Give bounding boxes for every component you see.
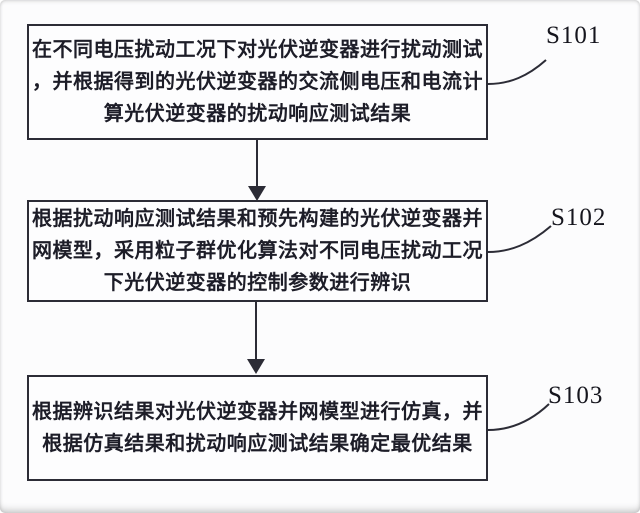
step-s102-text-line-2: 网模型，采用粒子群优化算法对不同电压扰动工况 — [32, 240, 483, 262]
leader-line-s101 — [487, 59, 547, 85]
step-label-s103: S103 — [548, 382, 604, 409]
step-label-s101: S101 — [546, 22, 602, 49]
step-box-s101: 在不同电压扰动工况下对光伏逆变器进行扰动测试 ，并根据得到的光伏逆变器的交流侧电… — [27, 24, 488, 140]
step-s101-text-line-2: ，并根据得到的光伏逆变器的交流侧电压和电流计 — [32, 71, 483, 93]
flow-arrow-1-head — [248, 186, 266, 201]
step-s103-text-line-2: 根据仿真结果和扰动响应测试结果确定最优结果 — [42, 433, 473, 455]
step-s102-text-line-3: 下光伏逆变器的控制参数进行辨识 — [103, 272, 412, 294]
step-s102-text-line-1: 根据扰动响应测试结果和预先构建的光伏逆变器并 — [32, 208, 483, 230]
step-box-s102: 根据扰动响应测试结果和预先构建的光伏逆变器并 网模型，采用粒子群优化算法对不同电… — [27, 200, 488, 302]
step-s103-text-line-1: 根据辨识结果对光伏逆变器并网模型进行仿真，并 — [32, 401, 483, 423]
step-label-s102: S102 — [551, 204, 607, 231]
step-s101-text-line-3: 算光伏逆变器的扰动响应测试结果 — [103, 103, 412, 125]
leader-line-s103 — [487, 403, 550, 431]
step-box-s103: 根据辨识结果对光伏逆变器并网模型进行仿真，并 根据仿真结果和扰动响应测试结果确定… — [27, 375, 488, 481]
leader-line-s102 — [487, 225, 552, 253]
flow-arrow-2-head — [247, 359, 265, 374]
step-s101-text-line-1: 在不同电压扰动工况下对光伏逆变器进行扰动测试 — [32, 39, 483, 61]
